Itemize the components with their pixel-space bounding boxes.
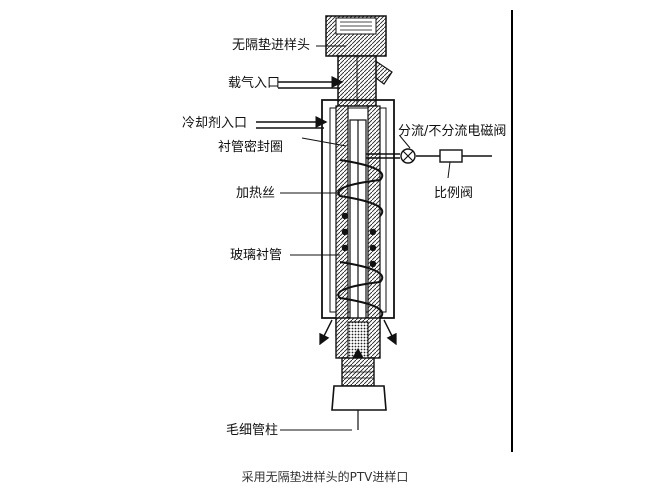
label-glass-liner: 玻璃衬管 — [230, 248, 283, 263]
upper-body — [337, 55, 377, 107]
cooling-jacket — [321, 99, 395, 319]
label-proportional-valve: 比例阀 — [434, 186, 474, 201]
coolant-pipe — [256, 116, 328, 129]
label-coolant-inlet: 冷却剂入口 — [182, 116, 248, 131]
liner-walls — [335, 105, 381, 337]
label-split-valve: 分流/不分流电磁阀 — [398, 124, 507, 139]
solenoid-valve-symbol — [400, 148, 416, 164]
lower-body — [331, 317, 387, 411]
heating-coil — [337, 159, 383, 319]
vent-arrows — [319, 319, 397, 346]
label-heating-wire: 加热丝 — [236, 186, 276, 201]
label-carrier-gas-inlet: 载气入口 — [228, 76, 281, 91]
split-line — [366, 153, 492, 159]
carrier-gas-pipe — [278, 76, 344, 89]
figure-caption: 采用无隔垫进样头的PTV进样口 — [241, 470, 409, 484]
label-septumless-head: 无隔垫进样头 — [232, 38, 311, 53]
label-capillary-column: 毛细管柱 — [226, 423, 279, 438]
label-liner-seal: 衬管密封圈 — [218, 140, 284, 155]
proportional-valve-symbol — [439, 149, 463, 163]
leader-lines — [280, 45, 451, 431]
